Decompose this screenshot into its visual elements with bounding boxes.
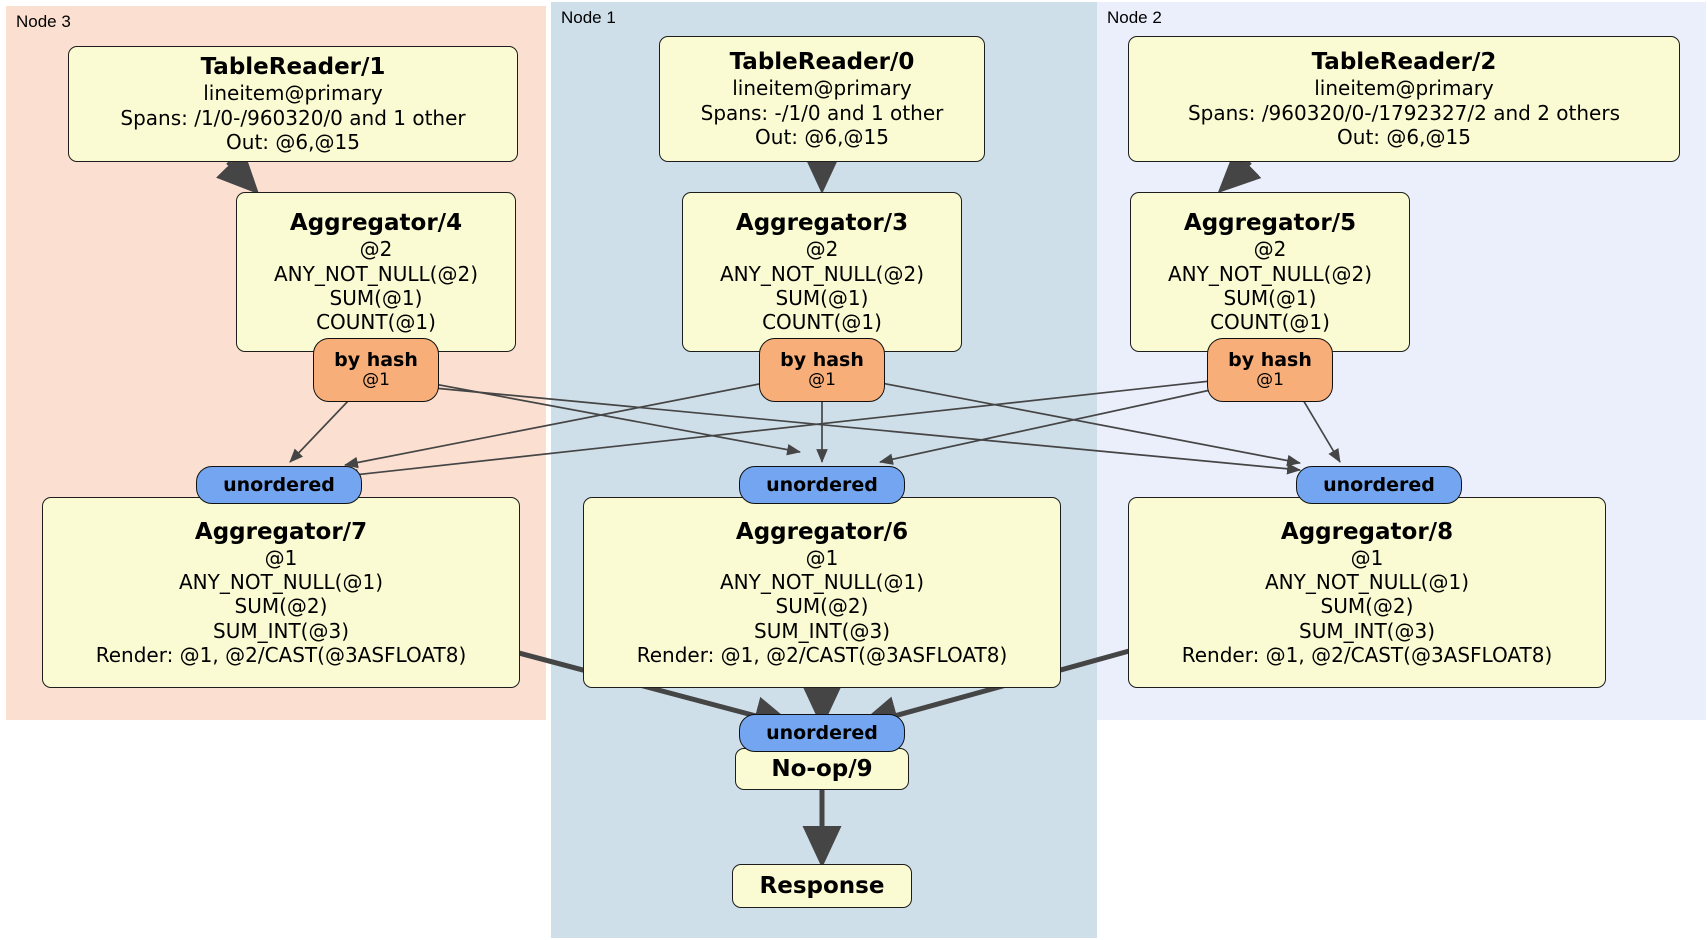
router-sublabel: @1 [1256,370,1284,391]
processor-detail: SUM(@1) [1223,286,1317,311]
processor-noop-9[interactable]: No-op/9 [735,748,909,790]
receiver-unordered-node3[interactable]: unordered [196,466,362,504]
processor-detail: SUM(@1) [329,286,423,311]
processor-aggregator-8[interactable]: Aggregator/8 @1 ANY_NOT_NULL(@1) SUM(@2)… [1128,497,1606,688]
processor-detail: Out: @6,@15 [226,130,360,155]
processor-title: TableReader/0 [729,49,915,76]
receiver-label: unordered [766,721,878,744]
router-by-hash-node1[interactable]: by hash @1 [759,338,885,402]
processor-aggregator-3[interactable]: Aggregator/3 @2 ANY_NOT_NULL(@2) SUM(@1)… [682,192,962,352]
processor-detail: COUNT(@1) [1210,310,1330,335]
receiver-label: unordered [766,473,878,496]
receiver-label: unordered [223,473,335,496]
processor-aggregator-4[interactable]: Aggregator/4 @2 ANY_NOT_NULL(@2) SUM(@1)… [236,192,516,352]
processor-title: Aggregator/6 [735,518,909,545]
processor-detail: SUM_INT(@3) [213,618,349,643]
processor-detail: @1 [805,545,839,570]
processor-title: Aggregator/8 [1280,518,1454,545]
processor-aggregator-5[interactable]: Aggregator/5 @2 ANY_NOT_NULL(@2) SUM(@1)… [1130,192,1410,352]
processor-title: Response [759,872,885,899]
router-label: by hash [780,349,864,372]
processor-detail: @2 [359,237,393,262]
processor-detail: @1 [1350,545,1384,570]
processor-detail: Spans: /1/0-/960320/0 and 1 other [120,105,466,130]
processor-title: TableReader/1 [200,54,386,81]
processor-detail: Render: @1, @2/CAST(@3ASFLOAT8) [1181,643,1553,668]
processor-title: Aggregator/7 [194,518,368,545]
router-sublabel: @1 [362,370,390,391]
processor-title: No-op/9 [771,755,873,782]
processor-detail: SUM(@2) [1320,594,1414,619]
processor-aggregator-6[interactable]: Aggregator/6 @1 ANY_NOT_NULL(@1) SUM(@2)… [583,497,1061,688]
processor-detail: COUNT(@1) [316,310,436,335]
router-label: by hash [1228,349,1312,372]
router-by-hash-node2[interactable]: by hash @1 [1207,338,1333,402]
processor-detail: ANY_NOT_NULL(@1) [720,569,924,594]
processor-title: TableReader/2 [1311,49,1497,76]
node-panel-label: Node 1 [561,8,616,27]
processor-tablereader-2[interactable]: TableReader/2 lineitem@primary Spans: /9… [1128,36,1680,162]
processor-detail: SUM(@2) [234,594,328,619]
processor-aggregator-7[interactable]: Aggregator/7 @1 ANY_NOT_NULL(@1) SUM(@2)… [42,497,520,688]
receiver-unordered-node2[interactable]: unordered [1296,466,1462,504]
processor-detail: SUM(@2) [775,594,869,619]
processor-tablereader-1[interactable]: TableReader/1 lineitem@primary Spans: /1… [68,46,518,162]
processor-detail: Out: @6,@15 [1337,125,1471,150]
processor-detail: SUM_INT(@3) [754,618,890,643]
node-panel-label: Node 3 [16,12,71,31]
processor-detail: Spans: -/1/0 and 1 other [700,100,944,125]
processor-detail: ANY_NOT_NULL(@1) [179,569,383,594]
processor-detail: Spans: /960320/0-/1792327/2 and 2 others [1187,100,1620,125]
node-panel-label: Node 2 [1107,8,1162,27]
processor-detail: SUM(@1) [775,286,869,311]
processor-tablereader-0[interactable]: TableReader/0 lineitem@primary Spans: -/… [659,36,985,162]
processor-detail: COUNT(@1) [762,310,882,335]
processor-detail: ANY_NOT_NULL(@2) [720,261,924,286]
receiver-unordered-node1[interactable]: unordered [739,466,905,504]
processor-detail: @2 [1253,237,1287,262]
processor-detail: @1 [264,545,298,570]
processor-detail: lineitem@primary [203,81,383,106]
processor-detail: Out: @6,@15 [755,125,889,150]
processor-detail: @2 [805,237,839,262]
processor-detail: ANY_NOT_NULL(@2) [1168,261,1372,286]
processor-detail: lineitem@primary [732,76,912,101]
processor-title: Aggregator/4 [289,210,463,237]
processor-detail: SUM_INT(@3) [1299,618,1435,643]
router-by-hash-node3[interactable]: by hash @1 [313,338,439,402]
processor-detail: Render: @1, @2/CAST(@3ASFLOAT8) [636,643,1008,668]
processor-detail: Render: @1, @2/CAST(@3ASFLOAT8) [95,643,467,668]
processor-detail: ANY_NOT_NULL(@1) [1265,569,1469,594]
processor-detail: lineitem@primary [1314,76,1494,101]
processor-response[interactable]: Response [732,864,912,908]
processor-title: Aggregator/5 [1183,210,1357,237]
processor-title: Aggregator/3 [735,210,909,237]
router-sublabel: @1 [808,370,836,391]
receiver-label: unordered [1323,473,1435,496]
receiver-unordered-final[interactable]: unordered [739,714,905,752]
router-label: by hash [334,349,418,372]
processor-detail: ANY_NOT_NULL(@2) [274,261,478,286]
